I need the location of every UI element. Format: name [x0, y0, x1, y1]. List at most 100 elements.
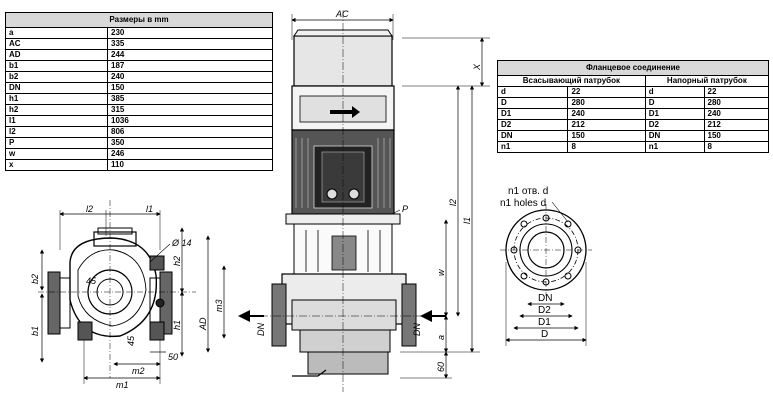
label-50: 50 — [168, 352, 179, 362]
dimension-key: b1 — [5, 60, 108, 72]
flange-key: D1 — [644, 108, 705, 120]
dimension-value: 1036 — [107, 115, 273, 127]
dimension-key: a — [5, 27, 108, 39]
dimension-key: l2 — [5, 126, 108, 138]
flange-table: Фланцевое соединение Всасывающий патрубо… — [496, 60, 770, 153]
flange-key: n1 — [644, 141, 705, 153]
flange-key: D1 — [496, 108, 569, 120]
label-h1: h1 — [172, 319, 182, 330]
flange-key: DN — [644, 130, 705, 142]
dimension-value: 244 — [107, 49, 273, 61]
dimension-value: 315 — [107, 104, 273, 116]
discharge-header: Напорный патрубок — [644, 75, 770, 87]
dimension-value: 385 — [107, 93, 273, 105]
flange-value: 280 — [567, 97, 646, 109]
flange-key: D2 — [644, 119, 705, 131]
flange-value: 212 — [703, 119, 770, 131]
label-holes-en: n1 holes d — [500, 198, 547, 209]
flange-value: 240 — [567, 108, 646, 120]
label-l2-top: l2 — [86, 204, 94, 214]
flange-key: DN — [496, 130, 569, 142]
pump-top-view — [38, 200, 227, 384]
flange-value: 22 — [567, 86, 646, 98]
dimension-value: 150 — [107, 82, 273, 94]
label-flange-D2: D2 — [538, 305, 551, 316]
flange-view — [500, 201, 592, 346]
flange-value: 8 — [703, 141, 770, 153]
flange-value: 150 — [703, 130, 770, 142]
dimension-key: l1 — [5, 115, 108, 127]
label-l1-top: l1 — [146, 204, 154, 214]
flange-value: 280 — [703, 97, 770, 109]
label-holes-ru: n1 отв. d — [508, 186, 549, 197]
dimension-value: 110 — [107, 159, 273, 171]
dimension-key: AD — [5, 49, 108, 61]
label-AD: AD — [198, 317, 208, 330]
label-DN-left: DN — [256, 323, 266, 336]
label-45-deg: 45 — [86, 276, 97, 286]
dimension-value: 230 — [107, 27, 273, 39]
label-w: w — [436, 269, 446, 277]
dimension-key: x — [5, 159, 108, 171]
flange-key: D — [496, 97, 569, 109]
label-flange-D: D — [541, 329, 549, 340]
dimensions-table-title: Размеры в mm — [5, 12, 273, 28]
label-flange-DN: DN — [538, 293, 553, 304]
label-a: a — [436, 334, 446, 340]
label-b2: b2 — [30, 273, 40, 284]
flange-value: 150 — [567, 130, 646, 142]
dimension-value: 806 — [107, 126, 273, 138]
dimension-key: w — [5, 148, 108, 160]
label-b1: b1 — [30, 325, 40, 336]
pump-front-view — [238, 10, 490, 392]
flange-key: D2 — [496, 119, 569, 131]
suction-header: Всасывающий патрубок — [497, 75, 646, 87]
flange-key: n1 — [496, 141, 569, 153]
label-60: 60 — [436, 361, 446, 372]
flange-key: D — [644, 97, 705, 109]
label-45-deg-b: 45 — [126, 335, 136, 346]
dimension-key: P — [5, 137, 108, 149]
dimension-key: h1 — [5, 93, 108, 105]
dimension-value: 240 — [107, 71, 273, 83]
label-h2: h2 — [172, 255, 182, 266]
label-X: X — [472, 63, 482, 70]
flange-key: d — [644, 86, 705, 98]
label-AC: AC — [336, 9, 349, 19]
flange-value: 22 — [703, 86, 770, 98]
flange-value: 8 — [567, 141, 646, 153]
dimension-value: 246 — [107, 148, 273, 160]
dimension-key: b2 — [5, 71, 108, 83]
label-DN-right: DN — [412, 323, 422, 336]
label-m2: m2 — [132, 366, 145, 376]
dimension-value: 350 — [107, 137, 273, 149]
label-flange-D1: D1 — [538, 317, 551, 328]
label-l1-front: l1 — [462, 216, 472, 224]
flange-value: 212 — [567, 119, 646, 131]
dimension-key: h2 — [5, 104, 108, 116]
label-l2-front: l2 — [448, 198, 458, 206]
label-diameter-14: Ø 14 — [172, 238, 192, 248]
dimension-key: AC — [5, 38, 108, 50]
